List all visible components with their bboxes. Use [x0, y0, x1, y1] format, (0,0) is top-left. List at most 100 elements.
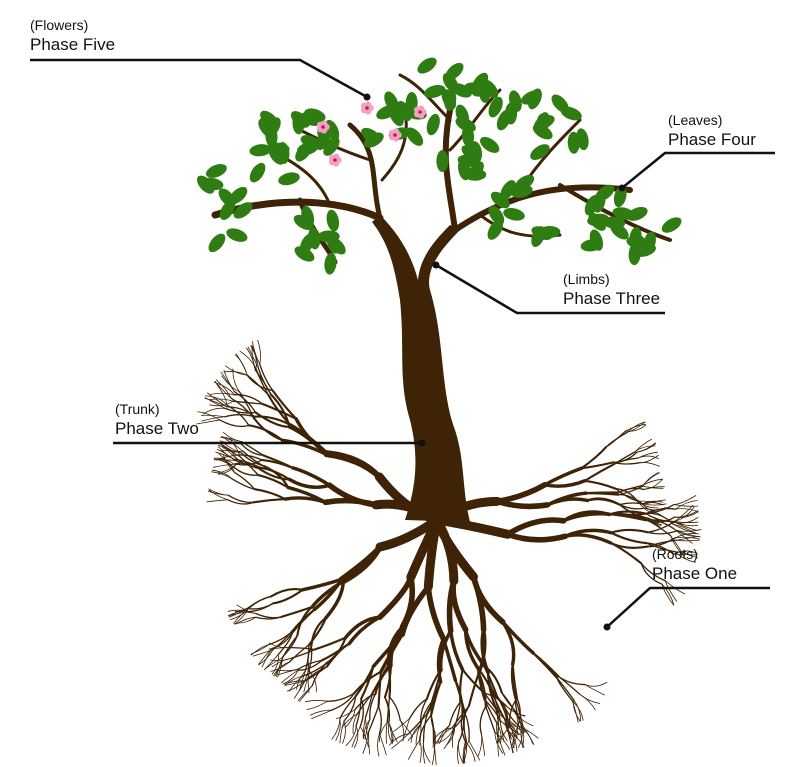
- leaf: [249, 162, 266, 183]
- root: [625, 423, 646, 432]
- leaf: [417, 57, 437, 74]
- root: [211, 469, 232, 479]
- flower-petal: [417, 105, 425, 112]
- root: [216, 383, 228, 406]
- root: [644, 503, 667, 506]
- root: [399, 584, 432, 638]
- root: [458, 741, 464, 764]
- limbs-callout-line: [435, 263, 665, 315]
- root: [675, 535, 700, 541]
- root: [426, 680, 442, 715]
- label-phase: Phase Two: [115, 419, 199, 438]
- root: [216, 448, 236, 461]
- root: [377, 733, 380, 757]
- root: [257, 473, 290, 489]
- root: [573, 699, 582, 722]
- root: [433, 727, 453, 741]
- root: [386, 696, 391, 724]
- leaf: [205, 164, 227, 178]
- root: [419, 723, 422, 746]
- leaf: [589, 229, 604, 251]
- root: [610, 531, 648, 545]
- leaf: [201, 177, 224, 191]
- root: [463, 740, 467, 764]
- root: [419, 714, 432, 741]
- root: [617, 487, 645, 494]
- root: [661, 583, 674, 606]
- leaf: [488, 96, 503, 118]
- root: [271, 657, 292, 668]
- root: [673, 550, 698, 555]
- root: [636, 442, 656, 453]
- root: [363, 718, 371, 740]
- root: [282, 634, 298, 658]
- root: [437, 724, 450, 743]
- root: [638, 461, 660, 467]
- root: [625, 424, 647, 432]
- root: [339, 720, 345, 744]
- root: [644, 507, 665, 518]
- root: [431, 742, 435, 766]
- leaf: [567, 131, 580, 154]
- root: [438, 724, 450, 744]
- label-trunk: (Trunk) Phase Two: [115, 402, 199, 437]
- root: [408, 698, 428, 720]
- root: [226, 406, 256, 418]
- root: [460, 713, 467, 743]
- root: [271, 654, 279, 675]
- root: [225, 365, 248, 376]
- leaf: [496, 109, 512, 131]
- root: [493, 695, 501, 722]
- root: [253, 415, 292, 427]
- root: [612, 461, 640, 465]
- leaf: [436, 150, 449, 173]
- root: [674, 500, 698, 510]
- leaves-callout-line: [621, 151, 775, 189]
- root: [311, 709, 333, 720]
- root: [253, 488, 287, 501]
- root: [605, 431, 628, 448]
- root: [269, 587, 304, 598]
- root: [467, 671, 480, 707]
- root: [272, 588, 304, 605]
- root: [673, 504, 699, 507]
- root: [262, 454, 295, 470]
- flower-center: [418, 110, 422, 114]
- root: [254, 411, 291, 428]
- root: [393, 717, 411, 733]
- flower-petal: [364, 101, 372, 108]
- root: [499, 720, 508, 742]
- root: [509, 724, 514, 748]
- root: [251, 344, 257, 369]
- root: [507, 730, 525, 748]
- root: [209, 398, 234, 402]
- root: [287, 477, 332, 489]
- root: [247, 424, 284, 442]
- root: [557, 675, 581, 695]
- root: [645, 542, 676, 553]
- leaf: [560, 106, 582, 121]
- leaf: [584, 195, 600, 216]
- leaf: [326, 209, 340, 232]
- root: [579, 693, 596, 711]
- root: [518, 726, 534, 745]
- leaf: [300, 112, 322, 126]
- leaf: [226, 228, 248, 242]
- root: [235, 459, 263, 466]
- label-category: (Leaves): [668, 112, 723, 128]
- root: [214, 380, 232, 399]
- root: [448, 701, 461, 726]
- root: [359, 725, 369, 748]
- root: [206, 499, 228, 503]
- flower-center: [365, 106, 369, 110]
- root: [496, 722, 502, 744]
- label-phase: Phase Five: [30, 35, 116, 54]
- root: [306, 700, 328, 710]
- leaf: [327, 236, 346, 255]
- root: [307, 671, 310, 694]
- label-phase: Phase Four: [668, 130, 756, 149]
- root: [644, 516, 676, 523]
- callout-lines: [30, 58, 775, 628]
- root: [422, 740, 431, 763]
- root: [210, 392, 235, 396]
